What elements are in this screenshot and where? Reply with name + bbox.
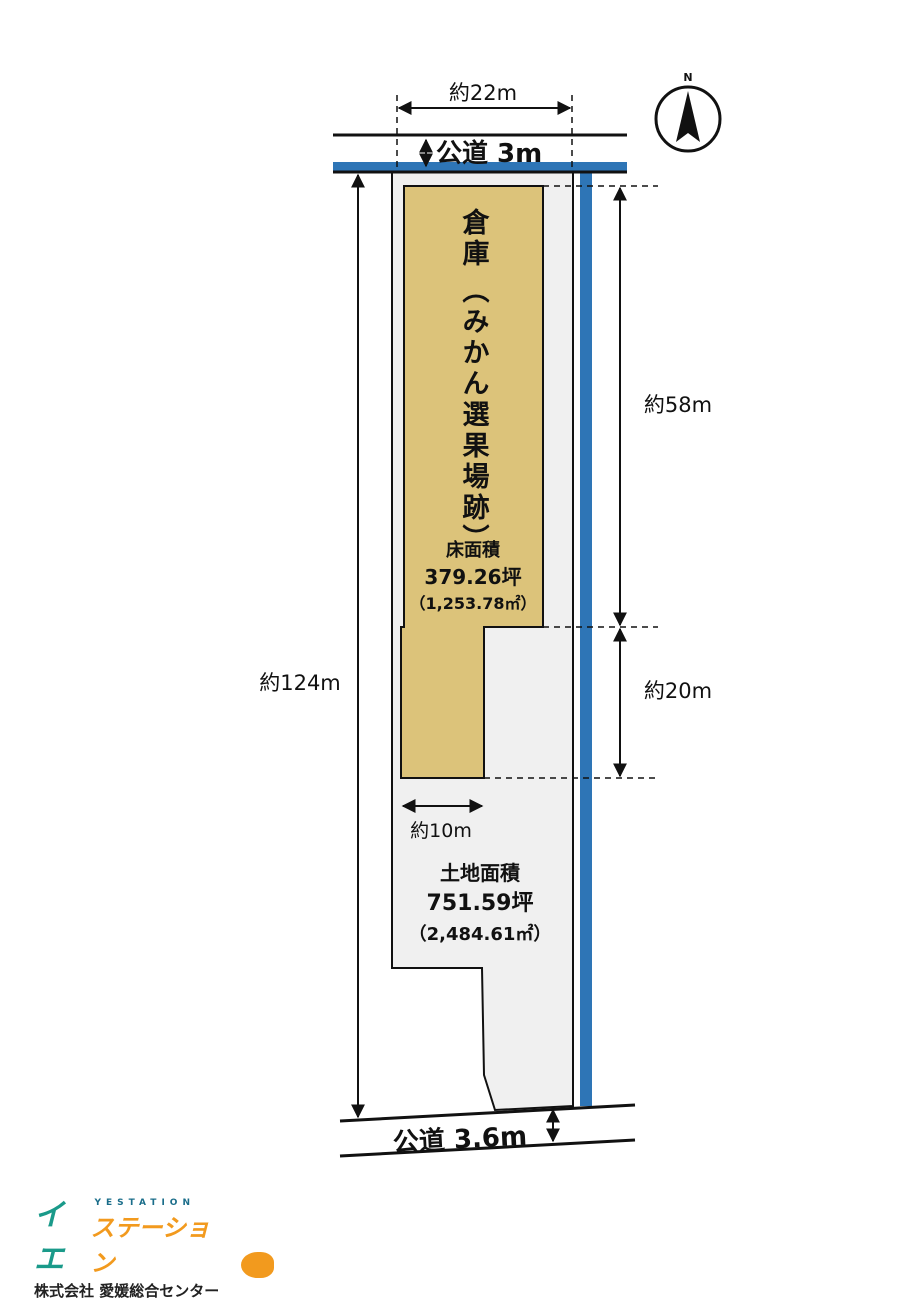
width-label: 約22m (449, 81, 517, 105)
floor-area-label: 床面積 (446, 539, 501, 561)
fish-mascot-icon (240, 1252, 274, 1278)
land-area-label: 土地面積 (440, 861, 521, 885)
floor-area-sqm: （1,253.78㎡） (410, 594, 537, 613)
logo-brand-station: ステーション (90, 1214, 210, 1277)
south-road-edge (339, 1103, 636, 1123)
north-compass-icon: N (654, 71, 722, 153)
narrow-length-label: 約20m (644, 679, 712, 703)
waterway-north (333, 162, 627, 171)
narrow-width-label: 約10m (410, 820, 472, 842)
logo-brand-latin: YESTATION (94, 1198, 195, 1208)
building-length-label: 約58m (644, 393, 712, 417)
total-length-label: 約124m (259, 671, 341, 695)
building-former-use: （みかん選果場跡） (458, 276, 490, 555)
south-road-label: 公道 3.6m (392, 1121, 528, 1159)
north-road-label: 公道 3m (436, 138, 542, 169)
land-area-tsubo: 751.59坪 (427, 891, 534, 916)
logo-brand-ie: イエ (34, 1198, 64, 1277)
company-name: 株式会社 愛媛総合センター (34, 1282, 220, 1300)
company-logo: イエ YESTATION ステーション 株式会社 愛媛総合センター (34, 1190, 274, 1301)
building-name: 倉庫 (458, 207, 491, 270)
floor-area-tsubo: 379.26坪 (424, 565, 521, 589)
compass-north-label: N (683, 71, 692, 84)
guide-lines (396, 95, 658, 779)
land-area-sqm: （2,484.61㎡） (409, 923, 552, 945)
south-road-edge (339, 1138, 636, 1158)
waterway-east (580, 172, 592, 1106)
